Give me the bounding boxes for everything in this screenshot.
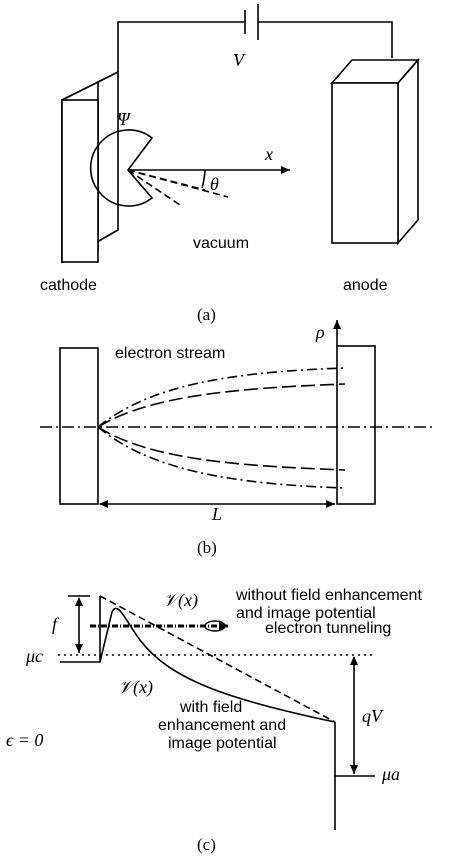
length-label: L — [211, 504, 222, 524]
qv-label: qV — [362, 706, 384, 726]
mu-c-label: μc — [25, 646, 43, 666]
cathode-wall — [60, 596, 101, 663]
electron-stream-curves — [97, 367, 346, 489]
v-bottom-label: 𝒱(x) — [118, 677, 153, 698]
anode-plate — [330, 57, 420, 246]
caption-c: (c) — [197, 835, 216, 854]
v-bottom-desc-2: enhancement and — [158, 717, 286, 734]
x-label: x — [264, 144, 273, 164]
panel-a: V Ψ x θ vacuum cath — [40, 4, 420, 324]
panel-b: electron stream ρ L (b) — [40, 320, 432, 557]
circuit-wire — [117, 4, 393, 72]
vacuum-label: vacuum — [193, 235, 249, 252]
eps-label: ϵ = 0 — [6, 730, 43, 750]
caption-a: (a) — [197, 305, 216, 324]
v-bottom-desc-1: with field — [179, 699, 242, 716]
caption-b: (b) — [197, 538, 217, 557]
mu-a-label: μa — [381, 764, 400, 784]
f-label: f — [52, 614, 60, 634]
psi-label: Ψ — [117, 109, 132, 129]
anode-plate-b — [336, 345, 376, 505]
tunneling-arrow — [90, 620, 228, 632]
rho-label: ρ — [315, 322, 325, 342]
emitter-shape — [89, 129, 154, 207]
cathode-plate-b — [59, 347, 99, 505]
stream-label: electron stream — [115, 345, 225, 362]
potential-without-enhancement — [99, 595, 336, 723]
cathode-label: cathode — [40, 277, 97, 294]
cathode-plate — [61, 70, 119, 264]
v-top-desc-2: and image potential — [236, 605, 376, 622]
voltage-label: V — [233, 50, 246, 70]
tunneling-label: electron tunneling — [265, 620, 391, 637]
v-top-desc-1: without field enhancement — [235, 587, 422, 604]
v-top-label: 𝒱(x) — [163, 590, 198, 611]
theta-label: θ — [210, 174, 219, 194]
anode-label: anode — [343, 277, 388, 294]
panel-c: f μc ϵ = 0 electron tunneling 𝒱(x) witho… — [6, 587, 422, 854]
emission-rays — [127, 169, 229, 206]
potential-with-enhancement — [99, 607, 336, 723]
v-bottom-desc-3: image potential — [168, 735, 277, 752]
